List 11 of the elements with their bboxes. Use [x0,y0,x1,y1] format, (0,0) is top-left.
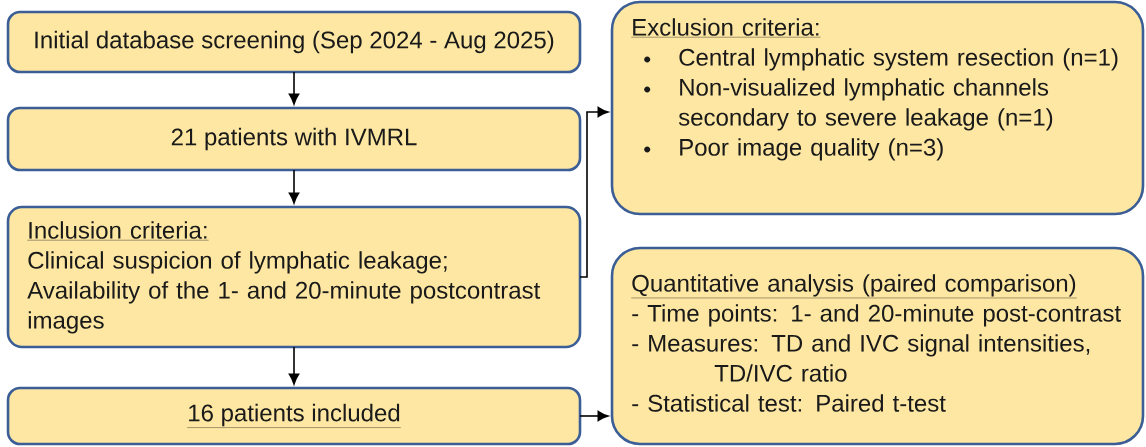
analysis-box: Quantitative analysis (paired comparison) - Time points: 1- and 20-minute post-contrast - Measures: TD and IVC signal intensities, TD/IVC ratio - Statistical test: Paired t-test [610,246,1145,446]
arrow [288,346,300,385]
arrow [579,106,609,278]
criteria-box: Exclusion criteria: Central lymphatic system resection (n=1) Non-visualized lymphatic channels secondary to severe leakage (n=1) Poor image quality (n=3) [610,0,1145,216]
process-box: Initial database screening (Sep 2024 - Aug 2025) [6,10,582,74]
process-box: 21 patients with IVMRL [6,106,582,172]
criteria-box: Inclusion criteria: Clinical suspicion of lymphatic leakage; Availability of the 1- and 20-minute postcontrast images [6,205,582,349]
arrow [288,169,300,204]
arrow [288,71,300,105]
arrow [579,410,609,422]
process-box: 16 patients included [6,386,582,446]
